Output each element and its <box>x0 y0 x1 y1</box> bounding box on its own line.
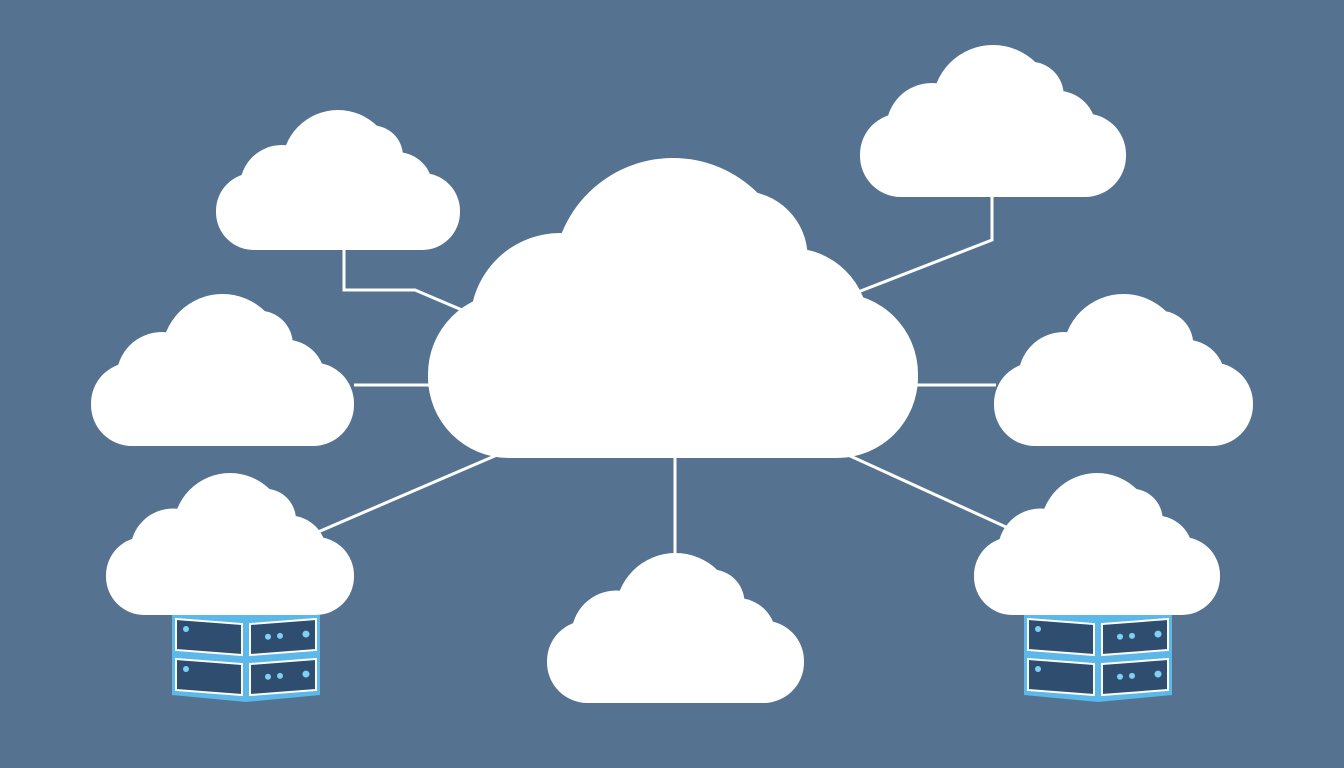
cloud-bottom-left <box>106 473 354 615</box>
cloud-top-right <box>860 45 1126 197</box>
server-led <box>183 626 189 632</box>
connector-line <box>847 453 1007 529</box>
server-panel <box>249 657 317 697</box>
server-led <box>1035 626 1041 632</box>
connector-line <box>342 250 463 312</box>
clouds <box>91 45 1253 703</box>
server-led <box>302 670 310 678</box>
server-led <box>1129 632 1135 639</box>
cloud-mid-left <box>91 294 354 446</box>
cloud-top-left <box>216 110 460 250</box>
server-panel <box>1027 657 1095 697</box>
server-panel <box>1101 657 1169 697</box>
connector-line <box>317 453 498 534</box>
server-led <box>277 672 283 679</box>
server-led <box>277 632 283 639</box>
server-led <box>265 633 271 640</box>
server-led <box>1117 633 1123 640</box>
server-panel <box>1101 617 1169 657</box>
server-led <box>1154 630 1162 638</box>
server-right <box>1024 615 1172 702</box>
connectors <box>317 197 1007 555</box>
server-panel <box>249 617 317 657</box>
server-led <box>302 630 310 638</box>
server-panel <box>175 617 243 657</box>
server-panel <box>1027 617 1095 657</box>
server-led <box>1117 673 1123 680</box>
cloud-bottom-center <box>547 553 804 703</box>
cloud-mid-right <box>994 294 1253 446</box>
server-panel <box>175 657 243 697</box>
server-led <box>265 673 271 680</box>
server-led <box>1129 672 1135 679</box>
server-led <box>1035 666 1041 672</box>
servers <box>172 615 1172 702</box>
cloud-bottom-right <box>974 473 1220 615</box>
server-left <box>172 615 320 702</box>
server-led <box>183 666 189 672</box>
connector-line <box>857 197 994 294</box>
central-cloud <box>428 158 918 458</box>
server-led <box>1154 670 1162 678</box>
